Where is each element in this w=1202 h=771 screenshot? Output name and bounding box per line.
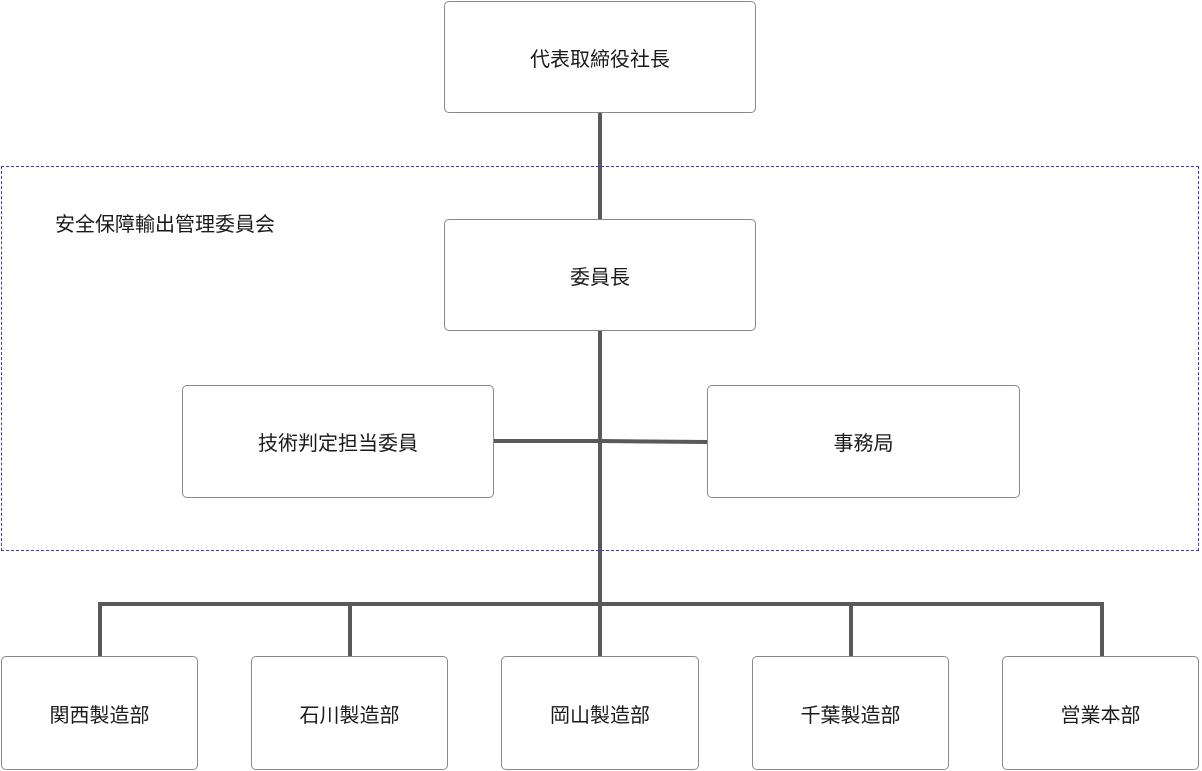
node-department-kansai: 関西製造部 [1,656,198,770]
node-committee-chair: 委員長 [444,219,756,331]
committee-boundary [1,166,1199,551]
line-to-secretariat [599,439,708,444]
node-president: 代表取締役社長 [444,1,756,113]
node-secretariat: 事務局 [707,385,1020,498]
node-department-ishikawa: 石川製造部 [251,656,448,770]
node-department-okayama: 岡山製造部 [501,656,699,770]
committee-label: 安全保障輸出管理委員会 [55,212,275,236]
node-department-sales: 営業本部 [1002,656,1199,770]
node-technical-judgment-member: 技術判定担当委員 [182,385,494,498]
node-department-chiba: 千葉製造部 [752,656,949,770]
